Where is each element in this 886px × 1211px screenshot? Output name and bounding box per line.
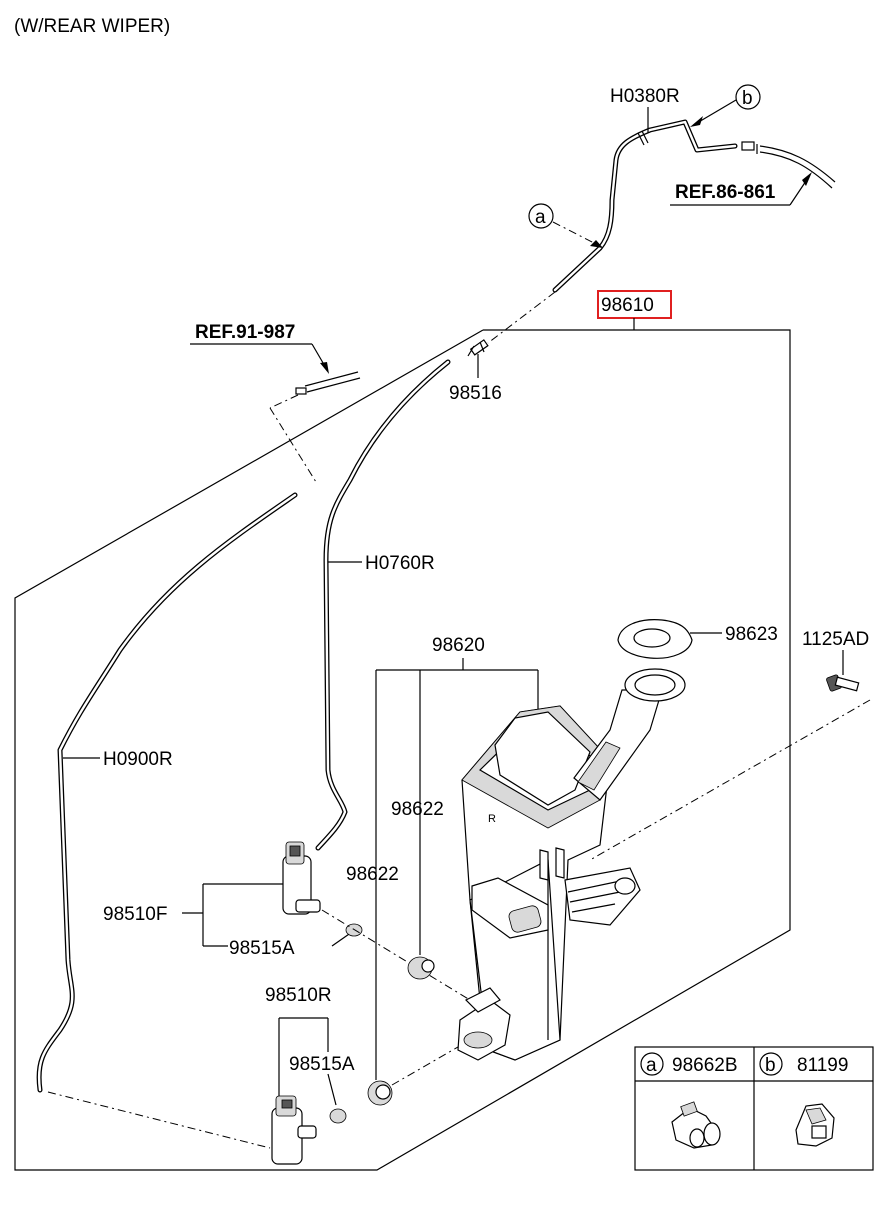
label-98610[interactable]: 98610 <box>601 295 654 316</box>
svg-text:R: R <box>488 813 496 825</box>
label-1125ad[interactable]: 1125AD <box>802 629 869 650</box>
hose-end-connector <box>741 141 755 151</box>
label-98622-lower[interactable]: 98622 <box>346 864 399 885</box>
callout-b[interactable] <box>735 84 761 110</box>
ref-hose-connector <box>295 387 307 395</box>
clip-98662b-icon <box>671 1101 721 1149</box>
callout-a-letter: a <box>535 207 546 228</box>
label-h0900r[interactable]: H0900R <box>103 749 173 770</box>
label-98510f[interactable]: 98510F <box>103 904 167 925</box>
ref-86-861[interactable]: REF.86-861 <box>675 182 776 203</box>
hose-h0380r[interactable] <box>552 119 738 293</box>
reservoir-98620[interactable]: R <box>457 668 686 1061</box>
label-h0380r[interactable]: H0380R <box>610 86 680 107</box>
hose-h0760r[interactable] <box>315 359 451 851</box>
assembly-outline <box>14 329 791 1171</box>
connector-98516[interactable] <box>467 339 489 357</box>
label-h0760r[interactable]: H0760R <box>365 553 435 574</box>
header-note: (W/REAR WIPER) <box>14 16 170 37</box>
label-98516[interactable]: 98516 <box>449 383 502 404</box>
hose-h0900r[interactable] <box>36 492 298 1093</box>
filter-98515a-rear[interactable] <box>329 1108 347 1124</box>
label-98515a-front[interactable]: 98515A <box>229 938 295 959</box>
label-98623[interactable]: 98623 <box>725 624 778 645</box>
legend-code-98662b[interactable]: 98662B <box>672 1055 738 1076</box>
legend-mark-b: b <box>765 1055 776 1076</box>
legend-table: a 98662B b 81199 <box>634 1046 874 1171</box>
legend-mark-a: a <box>646 1055 657 1076</box>
legend-callout-b <box>759 1052 783 1076</box>
ref-91-987[interactable]: REF.91-987 <box>195 322 295 343</box>
legend-callout-a <box>640 1052 664 1076</box>
label-98510r[interactable]: 98510R <box>265 985 332 1006</box>
label-98622-upper[interactable]: 98622 <box>391 799 444 820</box>
cap-98623[interactable] <box>617 619 693 659</box>
label-98515a-rear[interactable]: 98515A <box>289 1054 355 1075</box>
label-98620[interactable]: 98620 <box>432 635 485 656</box>
bolt-1125ad[interactable] <box>826 674 860 692</box>
pump-98510r[interactable] <box>271 1095 317 1165</box>
pump-98510f[interactable] <box>282 841 321 915</box>
callout-b-letter: b <box>742 88 753 109</box>
callout-a[interactable] <box>528 203 554 229</box>
legend-code-81199[interactable]: 81199 <box>797 1055 848 1076</box>
clip-81199-icon <box>795 1103 835 1147</box>
